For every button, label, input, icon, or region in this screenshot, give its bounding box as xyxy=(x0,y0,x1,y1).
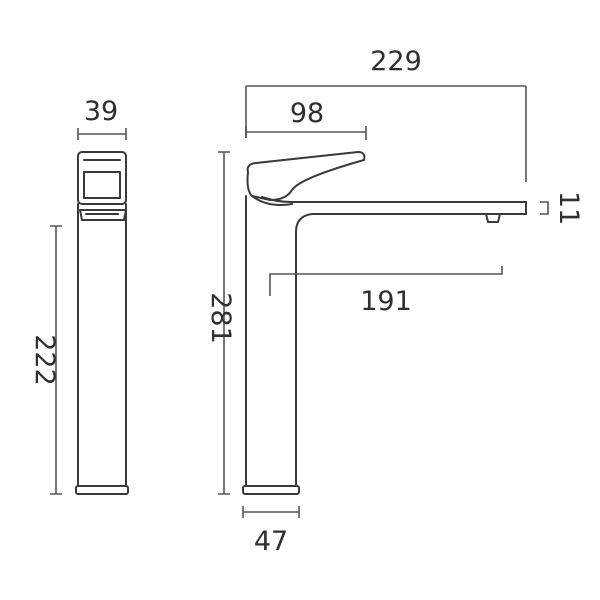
side-handle xyxy=(77,151,127,205)
side-body xyxy=(77,203,127,487)
front-view: 229 98 281 11 191 xyxy=(205,46,584,557)
front-base xyxy=(242,485,300,495)
dim-total-reach: 229 xyxy=(245,46,527,182)
dim-label-229: 229 xyxy=(370,46,422,77)
dim-label-222: 222 xyxy=(29,334,60,386)
dim-handle-length: 98 xyxy=(245,98,367,140)
dim-spout-projection: 191 xyxy=(269,266,503,317)
dim-label-39: 39 xyxy=(84,96,118,127)
dim-side-body-height: 222 xyxy=(29,225,62,495)
side-view: 39 222 xyxy=(29,96,129,495)
front-handle xyxy=(246,151,366,206)
dim-label-191: 191 xyxy=(360,286,412,317)
dim-label-281: 281 xyxy=(205,292,236,344)
side-aerator xyxy=(79,209,127,221)
dim-spout-thickness: 11 xyxy=(540,191,584,225)
dim-label-98: 98 xyxy=(290,98,324,129)
dim-side-top-width: 39 xyxy=(77,96,127,140)
dim-total-height: 281 xyxy=(205,151,236,495)
front-body-spout xyxy=(245,195,527,487)
side-base xyxy=(75,485,129,495)
dim-label-11: 11 xyxy=(553,191,584,225)
dim-label-47: 47 xyxy=(254,526,288,557)
dim-base-diameter: 47 xyxy=(242,506,300,557)
